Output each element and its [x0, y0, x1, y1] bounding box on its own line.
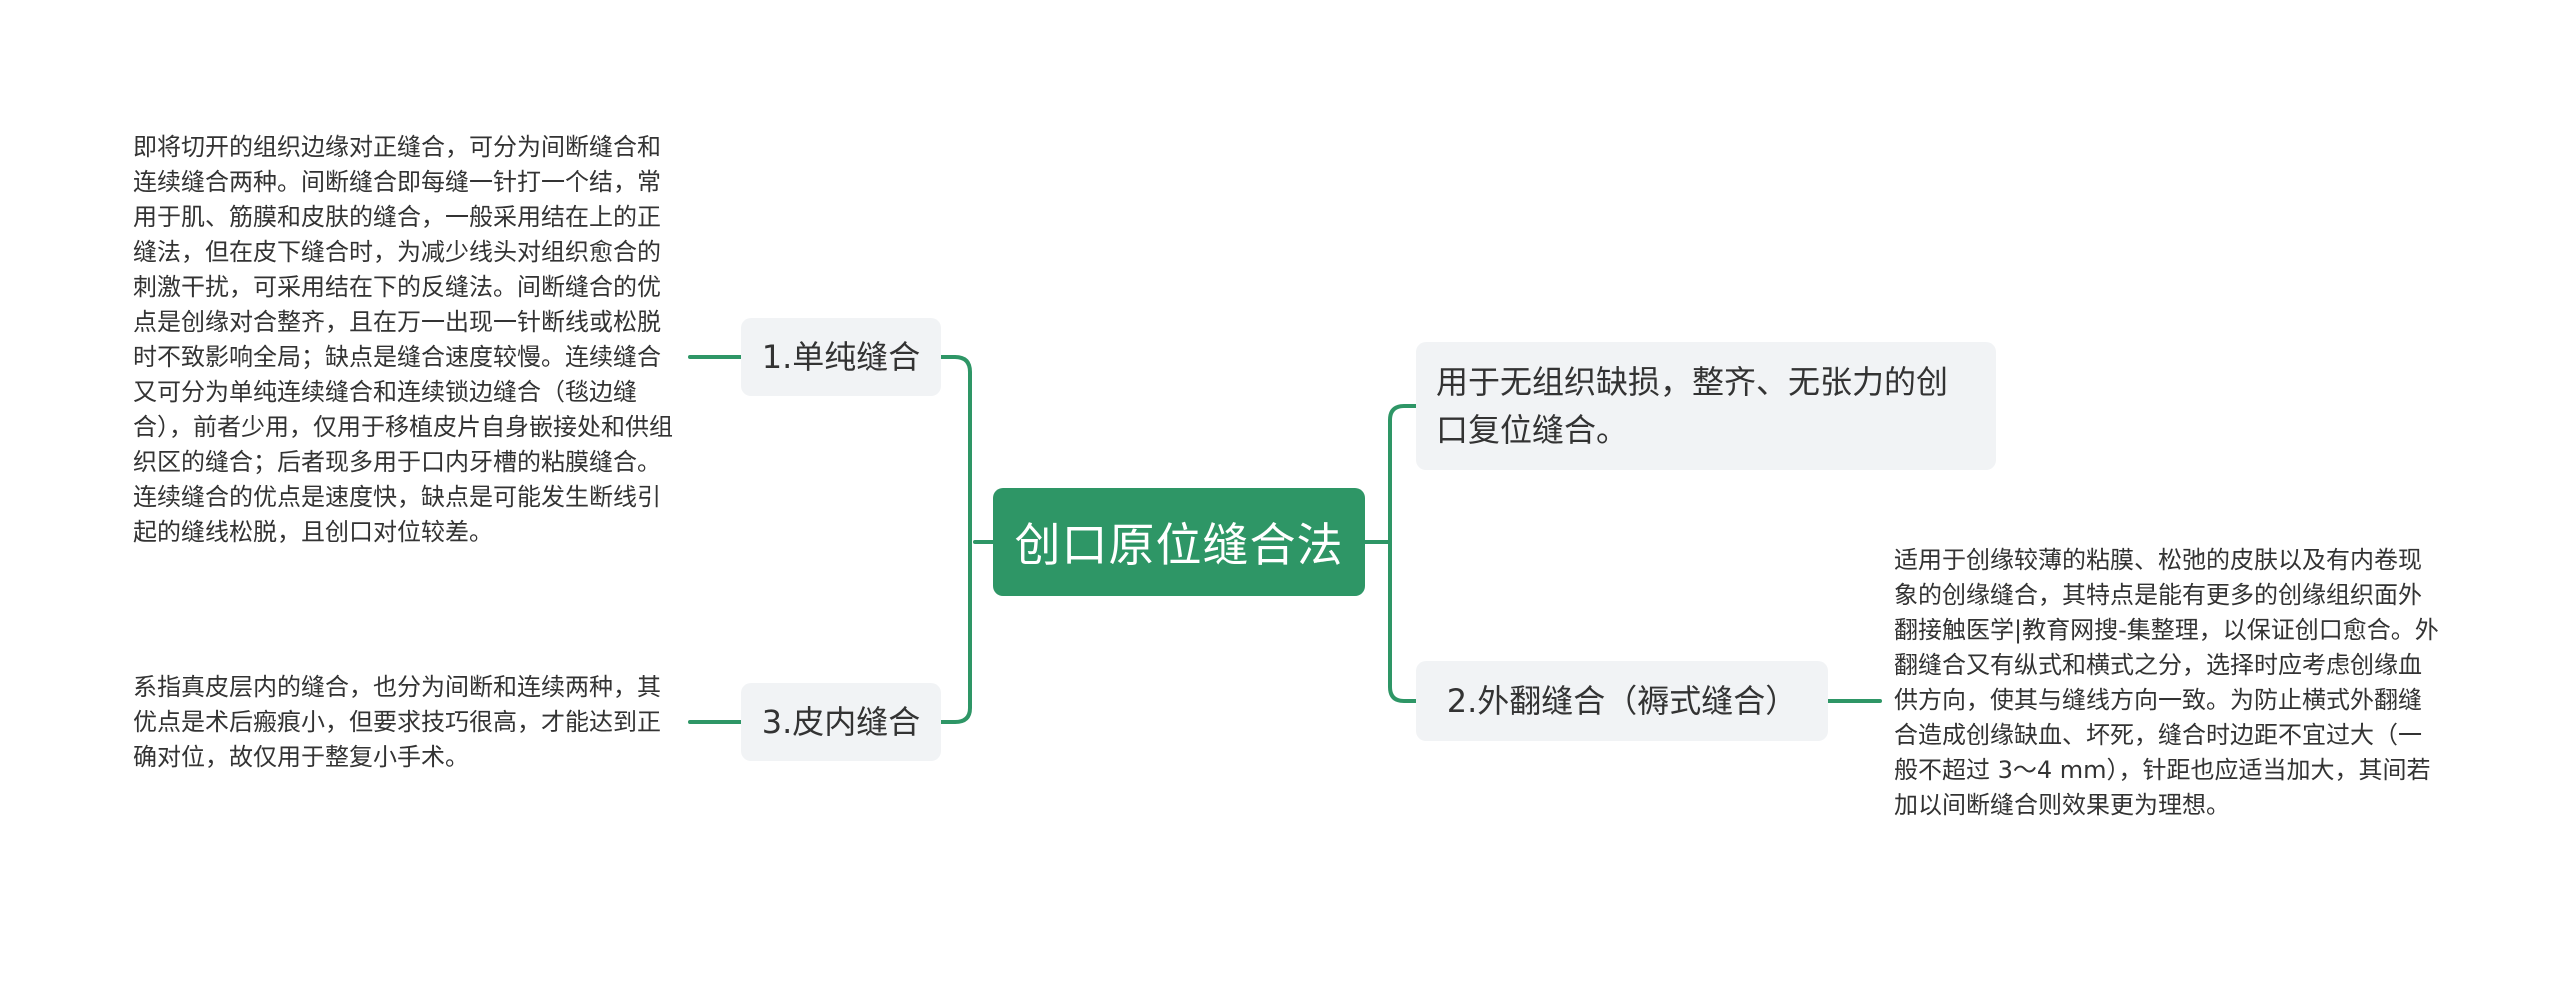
- branch-simple-suture[interactable]: 1.单纯缝合: [741, 318, 941, 396]
- connector-left-trunk: [939, 355, 972, 724]
- branch-everted-suture[interactable]: 2.外翻缝合（褥式缝合）: [1416, 661, 1828, 741]
- detail-simple-suture[interactable]: 即将切开的组织边缘对正缝合，可分为间断缝合和连续缝合两种。间断缝合即每缝一针打一…: [133, 133, 673, 546]
- root-topic[interactable]: 创口原位缝合法: [993, 488, 1365, 596]
- branch-intradermal-suture[interactable]: 3.皮内缝合: [741, 683, 941, 761]
- branch-everted-suture-label: 2.外翻缝合（褥式缝合）: [1446, 682, 1798, 720]
- branch-intradermal-suture-label: 3.皮内缝合: [761, 703, 921, 741]
- detail-everted-suture[interactable]: 适用于创缘较薄的粘膜、松弛的皮肤以及有内卷现象的创缘缝合，其特点是能有更多的创缘…: [1894, 546, 2439, 819]
- branch-usage-note-label: 用于无组织缺损，整齐、无张力的创口复位缝合。: [1436, 363, 1949, 449]
- branch-simple-suture-label: 1.单纯缝合: [761, 338, 921, 376]
- detail-intradermal-suture[interactable]: 系指真皮层内的缝合，也分为间断和连续两种，其优点是术后瘢痕小，但要求技巧很高，才…: [133, 673, 661, 771]
- branch-usage-note[interactable]: 用于无组织缺损，整齐、无张力的创口复位缝合。: [1416, 342, 1996, 470]
- connector-right-trunk: [1388, 404, 1418, 703]
- root-topic-label: 创口原位缝合法: [1014, 518, 1344, 572]
